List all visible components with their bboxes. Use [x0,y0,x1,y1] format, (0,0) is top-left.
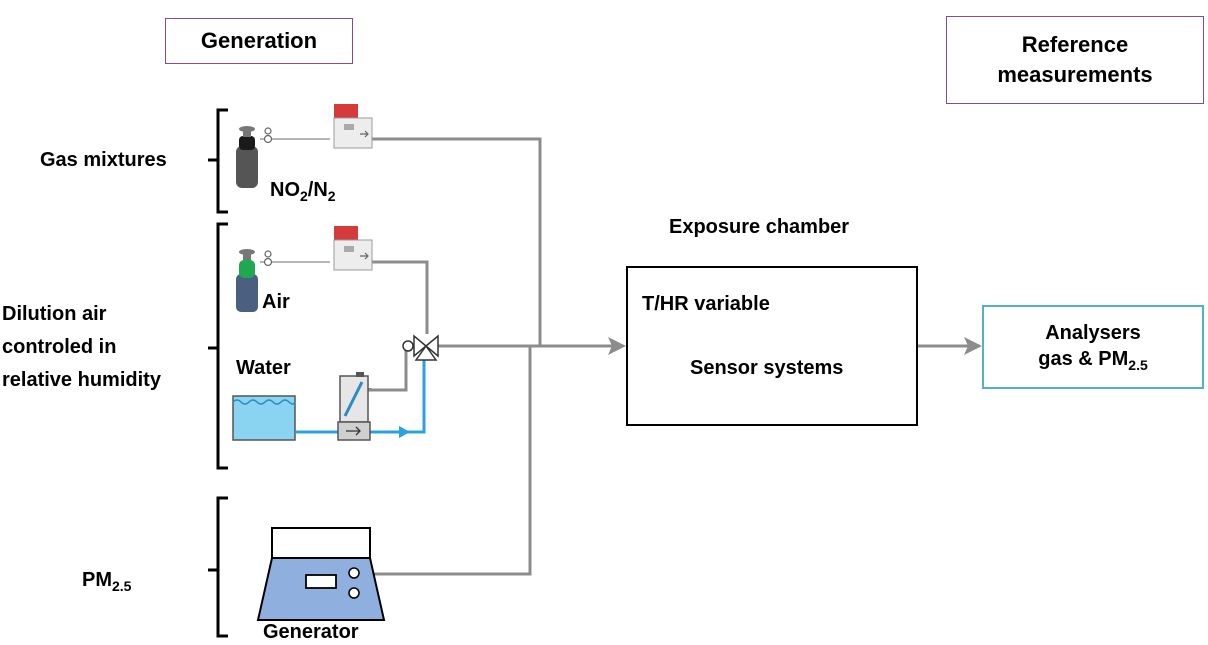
no2-label-sub2: 2 [327,188,336,204]
gas-flow-controller-icon [333,104,373,149]
chamber-variable-label: T/HR variable [642,293,770,315]
pm25-label-sub: 2.5 [112,578,132,594]
generator-label: Generator [263,621,359,643]
dilution-brace [208,222,228,470]
analysers-line2-sub: 2.5 [1128,356,1148,373]
no2-label-a: NO [270,179,300,201]
gas-cylinder-icon [236,126,258,188]
air-regulator-icon [263,250,273,267]
pm25-label-main: PM [82,569,112,591]
reference-title-line2: measurements [997,62,1153,87]
air-label: Air [262,291,290,313]
air-cylinder-icon [236,249,258,312]
valve-side-line [368,344,414,392]
water-flow-controller-icon [337,372,371,441]
generator-icon [256,527,386,621]
analysers-line2-main: gas & PM [1038,347,1129,370]
no2-label-b: /N [307,179,328,201]
exposure-chamber-box: T/HR variable Sensor systems [626,266,918,426]
three-way-valve-icon [402,334,439,361]
water-riser [404,360,426,434]
gas-mixtures-label: Gas mixtures [40,149,167,171]
generator-line [365,346,532,576]
dilution-label-line1: Dilution air [2,303,107,325]
generation-header: Generation [165,18,353,64]
gas-regulator-icon [263,127,273,144]
water-arrowhead [399,426,410,438]
dilution-label-line3: relative humidity [2,369,161,391]
water-tank-icon [232,395,296,441]
dilution-label: Dilution air controled in relative humid… [2,298,161,397]
analysers-line2: gas & PM2.5 [1038,346,1148,374]
pm-brace [208,496,228,638]
air-flow-controller-icon [333,226,373,271]
water-label: Water [236,357,291,379]
air-line [372,260,429,334]
gas-line [372,137,542,346]
analysers-box: Analysers gas & PM2.5 [982,305,1204,389]
generation-title: Generation [200,28,318,54]
dilution-label-line2: controled in [2,336,117,358]
pm25-label: PM2.5 [82,568,131,596]
reference-title-line1: Reference [1021,32,1129,58]
chamber-in-arrowhead [608,337,626,355]
analyser-arrowhead [964,337,982,355]
reference-header: Reference measurements [946,16,1204,104]
chamber-sensors-label: Sensor systems [690,357,844,379]
analysers-line1: Analysers [1045,321,1141,344]
no2-label: NO2/N2 [270,178,336,206]
gas-mixtures-brace [208,108,228,214]
exposure-chamber-title: Exposure chamber [669,216,850,238]
no2-label-sub1: 2 [300,188,308,204]
